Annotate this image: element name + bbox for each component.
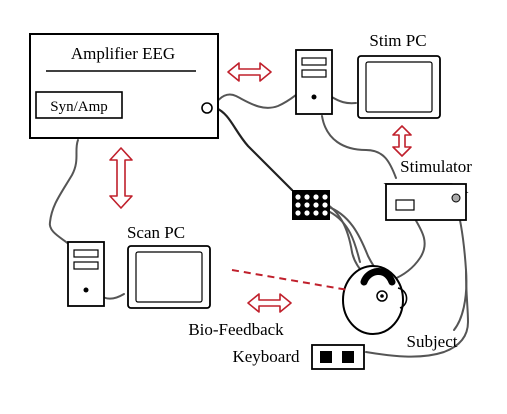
keyboard-label: Keyboard <box>232 347 300 366</box>
stim-pc-drive-1 <box>301 57 327 66</box>
subject-head-outline <box>342 265 404 335</box>
scan-pc-drive-2 <box>73 261 99 270</box>
electrode-junction-box <box>292 190 330 220</box>
subject-ear <box>397 287 408 309</box>
stim-pc-drive-2 <box>301 69 327 78</box>
scan-pc-power-button <box>83 287 89 293</box>
amplifier-label: Amplifier EEG <box>71 44 175 63</box>
electrode-socket <box>295 194 301 200</box>
keyboard-box <box>311 344 365 370</box>
double-arrow-stimpc-stimulator <box>392 125 412 157</box>
keyboard-device: Keyboard <box>232 344 365 370</box>
stimulator-label: Stimulator <box>400 157 472 176</box>
double-arrow-bio-feedback <box>247 293 292 313</box>
stimulator: Stimulator <box>383 157 472 221</box>
cable-stimpc-stimulator <box>321 115 397 179</box>
amplifier-output-port <box>201 102 213 114</box>
subject-label: Subject <box>407 332 458 351</box>
feedback-dashed-line <box>231 269 349 291</box>
electrode-socket <box>304 194 310 200</box>
double-arrow-amplifier-scanpc <box>109 147 133 209</box>
stim-pc-label: Stim PC <box>369 31 426 50</box>
cable-electrode-subject-3 <box>329 211 361 263</box>
electrode-socket <box>322 202 328 208</box>
stimulator-display <box>395 199 415 211</box>
cable-amplifier-electrodebox <box>214 106 294 192</box>
subject-electrode-dot <box>380 294 384 298</box>
electrode-socket <box>322 210 328 216</box>
keyboard-key-right <box>342 351 354 363</box>
scan-pc-screen <box>135 251 203 303</box>
amplifier-unit: Amplifier EEG Syn/Amp <box>29 33 219 139</box>
electrode-socket <box>304 210 310 216</box>
electrode-socket <box>304 202 310 208</box>
cable-stimulator-subject <box>391 209 426 281</box>
electrode-socket <box>295 210 301 216</box>
cable-amplifier-scanpc <box>48 139 79 246</box>
cable-stimpc-monitor <box>329 95 357 105</box>
electrode-socket <box>295 202 301 208</box>
bio-feedback-label: Bio-Feedback <box>188 320 284 339</box>
electrode-socket <box>313 210 319 216</box>
amplifier-box <box>29 33 219 139</box>
double-arrow-amplifier-stimpc <box>227 62 272 82</box>
subject-head: Subject <box>342 265 458 351</box>
double-arrows <box>109 62 412 313</box>
scan-pc: Scan PC <box>67 223 211 309</box>
cable-amplifier-stimpc <box>213 89 305 109</box>
syn-amp-label: Syn/Amp <box>50 99 108 115</box>
electrode-socket <box>322 194 328 200</box>
electrode-socket <box>313 194 319 200</box>
scan-pc-drive-1 <box>73 249 99 258</box>
electrode-socket <box>313 202 319 208</box>
subject-headphone <box>360 268 396 286</box>
keyboard-key-left <box>320 351 332 363</box>
stim-pc-power-button <box>311 94 317 100</box>
scan-pc-label: Scan PC <box>127 223 185 242</box>
stim-pc: Stim PC <box>295 31 441 119</box>
stim-pc-screen <box>365 61 433 113</box>
cable-keyboard <box>365 269 469 358</box>
syn-amp-box <box>35 91 123 119</box>
stimulator-knob <box>451 193 461 203</box>
